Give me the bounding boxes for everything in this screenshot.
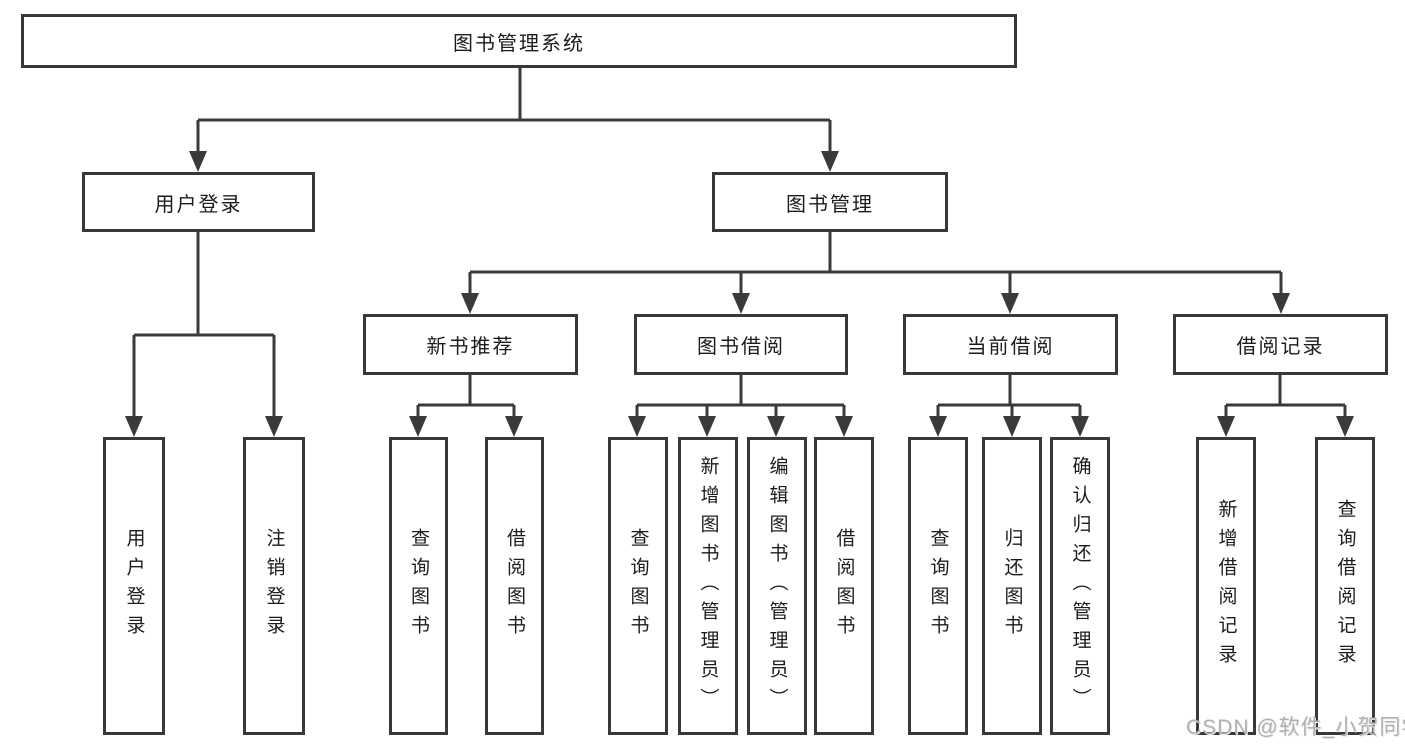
leaf-logout-label: 注销登录 (263, 528, 285, 644)
leaf-return-books-label: 归还图书 (1001, 528, 1023, 644)
leaf-query-borrow-record-label: 查询借阅记录 (1334, 499, 1356, 673)
csdn-watermark: CSDN @软件_小贺同学 (1186, 716, 1405, 739)
leaf-add-book-admin-label: 新增图书（管理员） (697, 455, 719, 717)
leaf-borrow-books-recommend-label: 借阅图书 (504, 528, 525, 644)
leaf-user-login: 用户登录 (103, 437, 165, 735)
leaf-return-books: 归还图书 (982, 437, 1042, 735)
leaf-query-books-recommend-label: 查询图书 (408, 528, 429, 644)
node-book-management: 图书管理 (712, 172, 948, 232)
connector-stems (132, 68, 1347, 420)
node-user-login-label: 用户登录 (154, 193, 243, 216)
node-new-book-recommend-label: 新书推荐 (426, 336, 515, 358)
leaf-edit-book-admin: 编辑图书（管理员） (747, 437, 807, 735)
leaf-edit-book-admin-label: 编辑图书（管理员） (766, 455, 788, 717)
node-book-borrowing-label: 图书借阅 (697, 336, 785, 358)
leaf-logout: 注销登录 (243, 437, 305, 735)
leaf-query-books-current: 查询图书 (908, 437, 968, 735)
connector-arrowheads (125, 151, 1354, 437)
node-borrowing-records: 借阅记录 (1173, 314, 1388, 375)
leaf-confirm-return-admin: 确认归还（管理员） (1050, 437, 1110, 735)
node-new-book-recommend: 新书推荐 (363, 314, 578, 375)
node-user-login: 用户登录 (82, 172, 315, 232)
node-book-borrowing: 图书借阅 (634, 314, 848, 375)
node-root-system: 图书管理系统 (21, 14, 1017, 68)
leaf-query-books-borrow-label: 查询图书 (627, 528, 649, 644)
leaf-query-borrow-record: 查询借阅记录 (1315, 437, 1375, 735)
node-root-label: 图书管理系统 (453, 32, 585, 55)
leaf-user-login-label: 用户登录 (123, 528, 145, 644)
node-borrowing-records-label: 借阅记录 (1236, 336, 1325, 358)
leaf-add-borrow-record: 新增借阅记录 (1196, 437, 1256, 735)
node-current-borrowing-label: 当前借阅 (966, 336, 1055, 358)
leaf-borrow-books: 借阅图书 (814, 437, 874, 735)
leaf-add-borrow-record-label: 新增借阅记录 (1215, 499, 1237, 673)
leaf-confirm-return-admin-label: 确认归还（管理员） (1069, 455, 1091, 717)
leaf-borrow-books-label: 借阅图书 (833, 528, 855, 644)
leaf-borrow-books-recommend: 借阅图书 (485, 437, 544, 735)
leaf-add-book-admin: 新增图书（管理员） (678, 437, 738, 735)
node-book-management-label: 图书管理 (786, 193, 874, 216)
leaf-query-books-borrow: 查询图书 (608, 437, 668, 735)
node-current-borrowing: 当前借阅 (903, 314, 1118, 375)
leaf-query-books-current-label: 查询图书 (927, 528, 949, 644)
leaf-query-books-recommend: 查询图书 (389, 437, 448, 735)
